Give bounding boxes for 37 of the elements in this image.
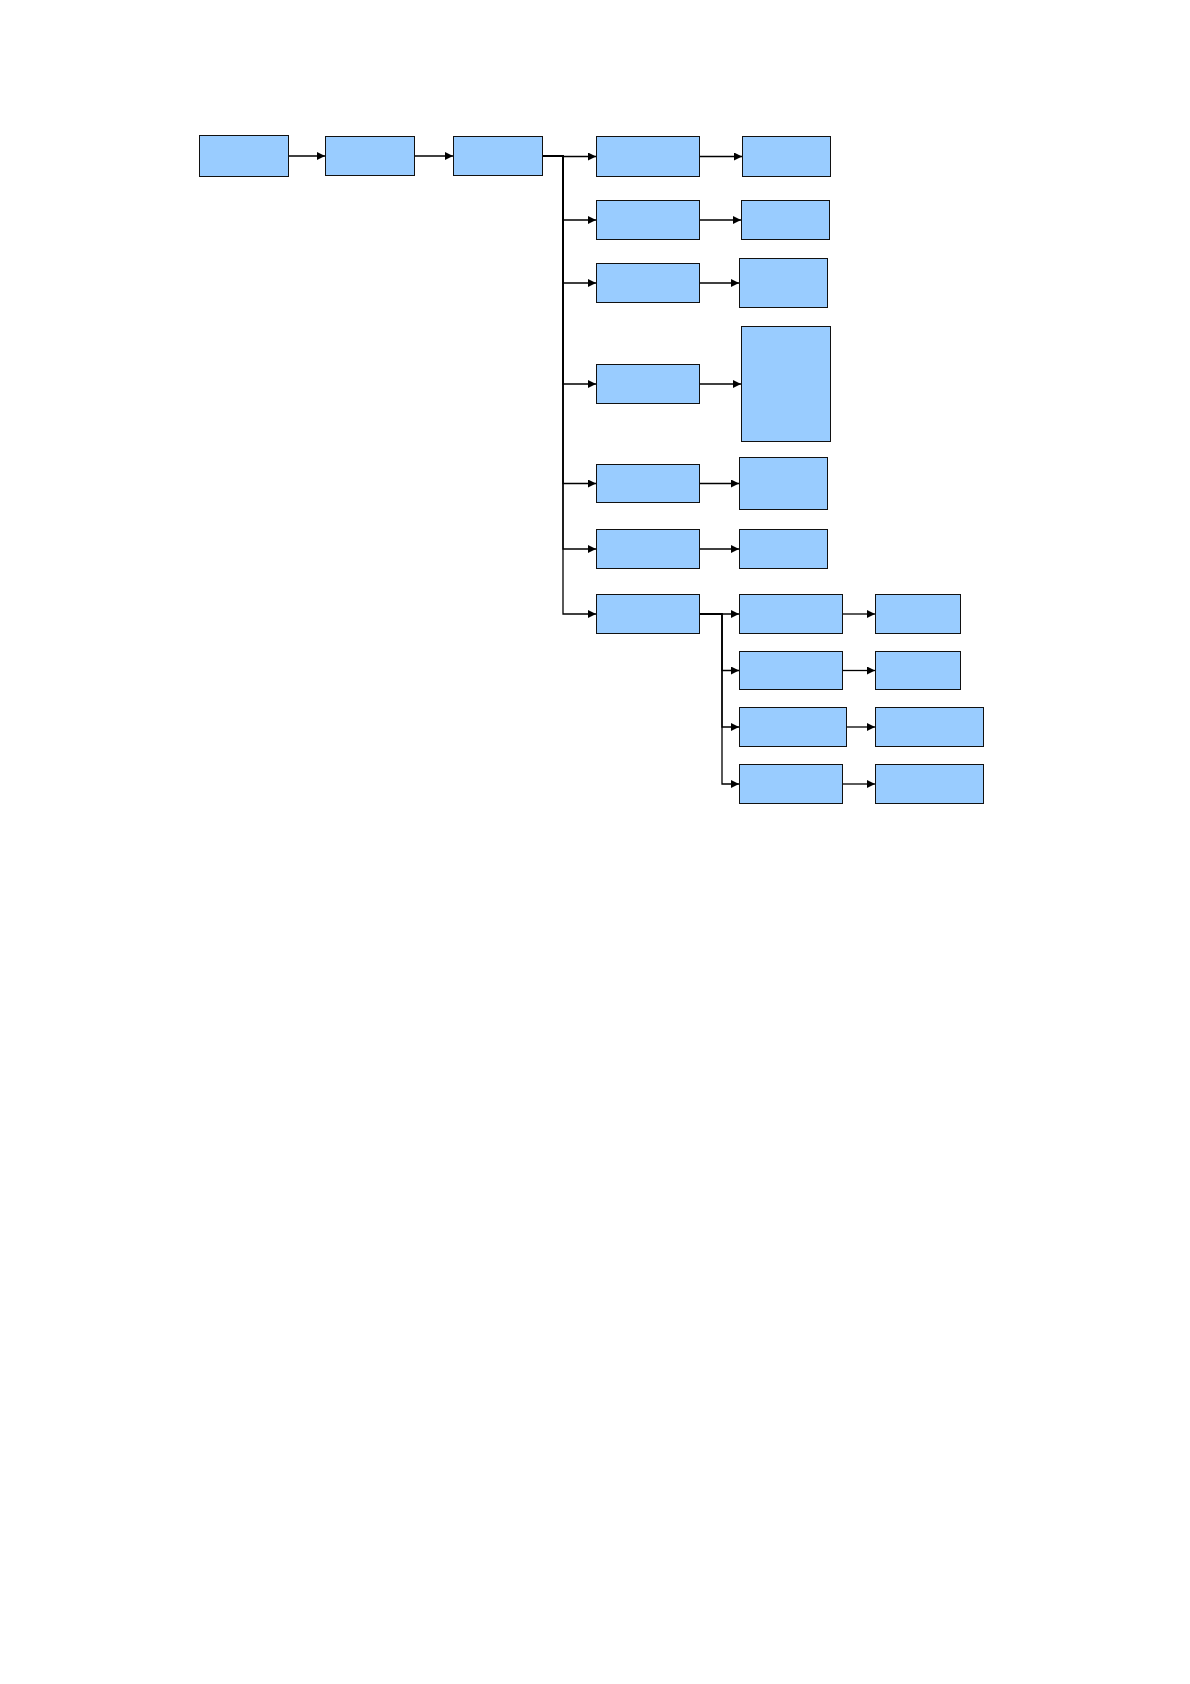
arrow (699, 380, 742, 388)
process-box (596, 200, 700, 240)
process-box (742, 136, 831, 177)
process-box (325, 136, 415, 176)
arrow (699, 216, 742, 224)
process-box (875, 651, 961, 690)
arrow (699, 613, 740, 788)
process-box (596, 136, 700, 177)
process-box (875, 707, 984, 747)
process-box (453, 136, 543, 176)
process-box (596, 263, 700, 303)
process-box (739, 529, 828, 569)
arrow (288, 152, 326, 160)
process-box (875, 594, 961, 634)
process-box (739, 707, 847, 747)
arrow (842, 666, 876, 675)
process-box (596, 594, 700, 634)
process-box (199, 135, 289, 177)
arrow (699, 152, 743, 161)
process-box (739, 651, 843, 690)
process-box (741, 326, 831, 442)
arrow (699, 479, 740, 488)
arrow (699, 279, 740, 287)
arrow (846, 723, 876, 731)
arrow (842, 780, 876, 788)
arrow (842, 610, 876, 618)
process-box (739, 457, 828, 510)
process-box (739, 594, 843, 634)
process-box (875, 764, 984, 804)
process-box (596, 529, 700, 569)
process-box (741, 200, 830, 240)
process-box (739, 764, 843, 804)
process-box (739, 258, 828, 308)
process-box (596, 464, 700, 503)
arrow (414, 152, 454, 160)
process-box (596, 364, 700, 404)
arrow (699, 545, 740, 553)
